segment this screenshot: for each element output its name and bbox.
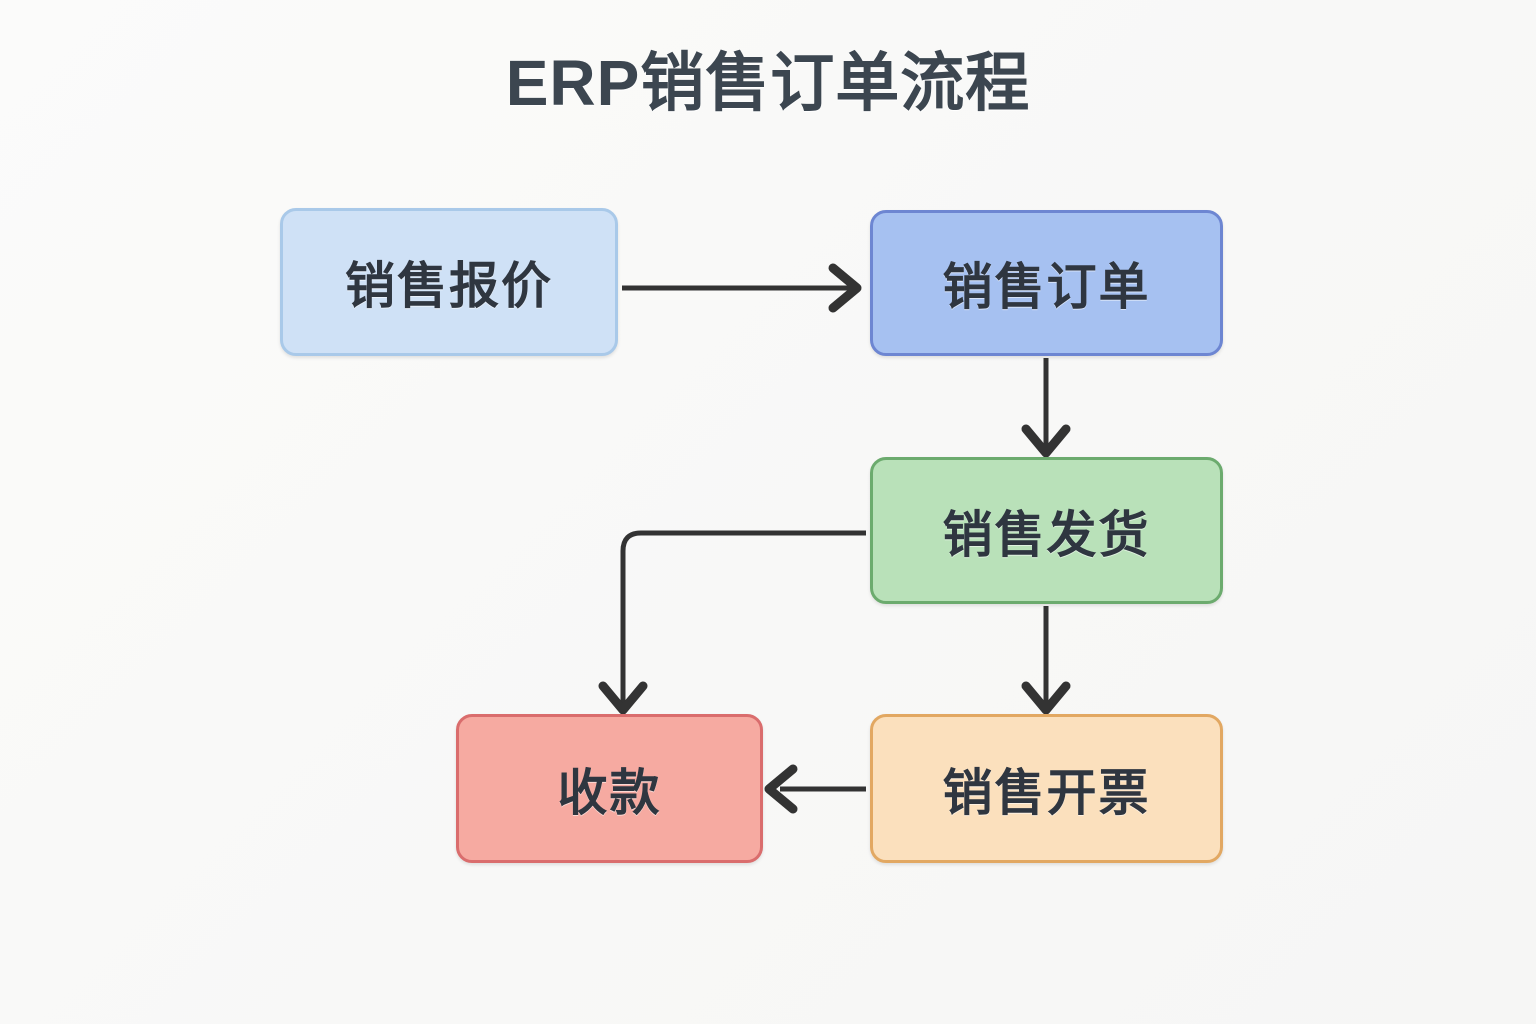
edge-delivery-to-invoice [1021, 606, 1071, 715]
node-sales-delivery[interactable]: 销售发货 [870, 457, 1223, 604]
node-label: 销售报价 [345, 258, 553, 314]
node-payment-receipt[interactable]: 收款 [456, 714, 763, 863]
node-label: 销售订单 [942, 259, 1151, 315]
edge-invoice-to-receipt [764, 764, 866, 814]
edge-quote-to-order [622, 263, 862, 313]
edge-order-to-delivery [1021, 358, 1071, 458]
node-sales-order[interactable]: 销售订单 [870, 210, 1223, 356]
node-sales-quote[interactable]: 销售报价 [280, 208, 618, 356]
node-label: 销售发货 [942, 506, 1151, 563]
node-sales-invoice[interactable]: 销售开票 [870, 714, 1223, 863]
page-title: ERP销售订单流程 [505, 47, 1031, 119]
edge-delivery-to-receipt [598, 530, 866, 715]
node-label: 收款 [557, 764, 662, 821]
node-label: 销售开票 [942, 764, 1151, 821]
